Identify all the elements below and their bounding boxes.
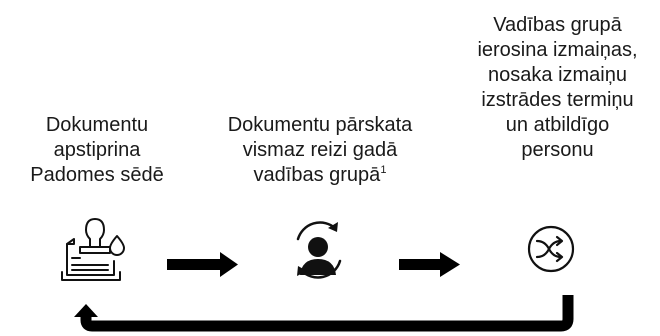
arrow-step-2-to-3 xyxy=(399,252,460,277)
step-3-label: Vadības grupā ierosina izmaiņas, nosaka … xyxy=(455,13,660,163)
step-2-line-3: vadības grupā1 xyxy=(190,163,450,188)
step-2-line-1: Dokumentu pārskata xyxy=(227,114,413,136)
step-3-line-3: nosaka izmaiņu xyxy=(488,64,627,86)
step-2-line-3-text: vadības grupā xyxy=(253,164,381,186)
document-stamp-icon xyxy=(61,218,125,281)
arrow-step-1-to-2 xyxy=(167,252,238,277)
step-1-line-2: apstiprina xyxy=(53,139,141,161)
step-3-line-6: personu xyxy=(521,139,594,161)
feedback-loop-arrow xyxy=(74,295,574,332)
user-cycle-icon xyxy=(296,221,342,279)
step-2-line-2: vismaz reizi gadā xyxy=(242,139,398,161)
step-3-line-2: ierosina izmaiņas, xyxy=(477,39,638,61)
footnote-marker: 1 xyxy=(380,164,387,176)
step-1-label: Dokumentu apstiprina Padomes sēdē xyxy=(12,113,182,188)
step-3-line-1: Vadības grupā xyxy=(493,14,622,36)
step-1-line-3: Padomes sēdē xyxy=(30,164,164,186)
step-3-line-5: un atbildīgo xyxy=(505,114,610,136)
step-2-label: Dokumentu pārskata vismaz reizi gadā vad… xyxy=(190,113,450,188)
shuffle-icon xyxy=(527,225,575,273)
step-3-line-4: izstrādes termiņu xyxy=(481,89,634,111)
step-1-line-1: Dokumentu xyxy=(45,114,149,136)
